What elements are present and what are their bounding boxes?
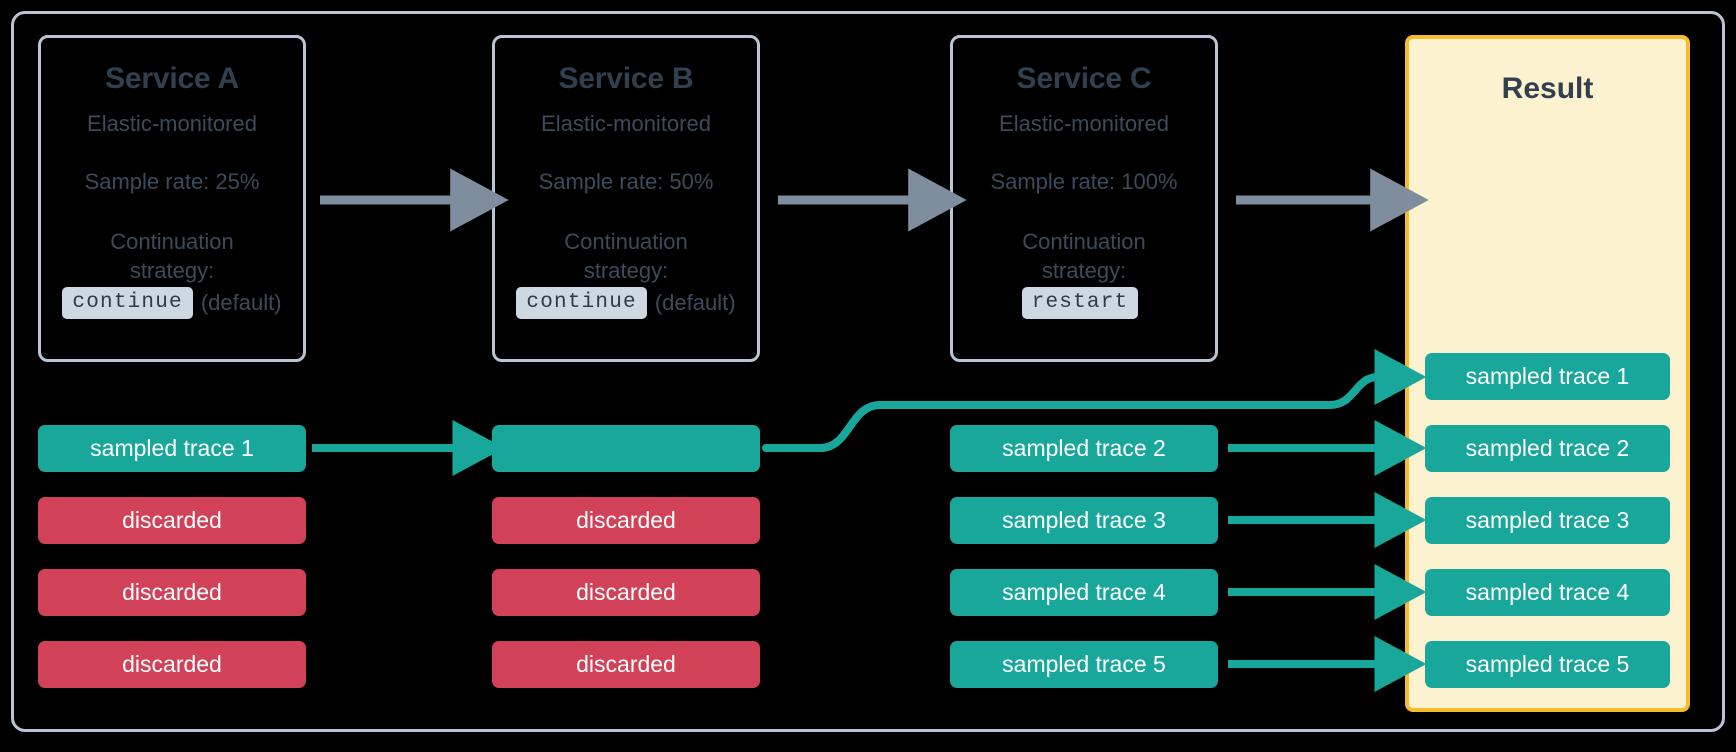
trace-pill-c-3: sampled trace 4 bbox=[950, 569, 1218, 616]
service-c-strategy-badge: restart bbox=[1021, 287, 1139, 320]
service-c-title: Service C bbox=[1016, 62, 1152, 95]
result-title: Result bbox=[1501, 72, 1594, 105]
service-b-strategy-badge: continue bbox=[516, 287, 647, 320]
result-trace-pill-1: sampled trace 1 bbox=[1425, 353, 1670, 400]
service-b-subtitle: Elastic-monitored bbox=[541, 111, 711, 136]
trace-pill-c-1: sampled trace 2 bbox=[950, 425, 1218, 472]
service-b-strategy-row: continue (default) bbox=[495, 287, 757, 320]
service-b-title: Service B bbox=[558, 62, 694, 95]
trace-pill-a-4: discarded bbox=[38, 641, 306, 688]
trace-pill-c-4: sampled trace 5 bbox=[950, 641, 1218, 688]
trace-pill-a-3: discarded bbox=[38, 569, 306, 616]
service-a-sample-rate: Sample rate: 25% bbox=[84, 169, 260, 194]
service-a-title: Service A bbox=[105, 62, 239, 95]
service-card-b: Service B Elastic-monitored Sample rate:… bbox=[492, 35, 760, 362]
service-card-a: Service A Elastic-monitored Sample rate:… bbox=[38, 35, 306, 362]
result-trace-pill-3: sampled trace 3 bbox=[1425, 497, 1670, 544]
result-trace-pill-2: sampled trace 2 bbox=[1425, 425, 1670, 472]
service-c-strategy-row: restart bbox=[953, 287, 1215, 320]
service-a-subtitle: Elastic-monitored bbox=[87, 111, 257, 136]
service-b-strategy-note: (default) bbox=[654, 290, 736, 316]
trace-pill-b-4: discarded bbox=[492, 641, 760, 688]
service-a-strategy-note: (default) bbox=[200, 290, 282, 316]
outer-frame bbox=[11, 11, 1725, 732]
service-b-strategy-label: Continuation strategy: bbox=[564, 229, 688, 284]
service-a-strategy-badge: continue bbox=[62, 287, 193, 320]
trace-pill-b-3: discarded bbox=[492, 569, 760, 616]
result-trace-pill-4: sampled trace 4 bbox=[1425, 569, 1670, 616]
service-c-sample-rate: Sample rate: 100% bbox=[990, 169, 1178, 194]
service-card-c: Service C Elastic-monitored Sample rate:… bbox=[950, 35, 1218, 362]
trace-pill-c-2: sampled trace 3 bbox=[950, 497, 1218, 544]
trace-pill-b-2: discarded bbox=[492, 497, 760, 544]
service-c-subtitle: Elastic-monitored bbox=[999, 111, 1169, 136]
service-a-strategy-row: continue (default) bbox=[41, 287, 303, 320]
trace-pill-b-1 bbox=[492, 425, 760, 472]
service-a-strategy-label: Continuation strategy: bbox=[110, 229, 234, 284]
trace-pill-a-2: discarded bbox=[38, 497, 306, 544]
service-c-strategy-label: Continuation strategy: bbox=[1022, 229, 1146, 284]
service-b-sample-rate: Sample rate: 50% bbox=[538, 169, 714, 194]
result-trace-pill-5: sampled trace 5 bbox=[1425, 641, 1670, 688]
trace-pill-a-1: sampled trace 1 bbox=[38, 425, 306, 472]
